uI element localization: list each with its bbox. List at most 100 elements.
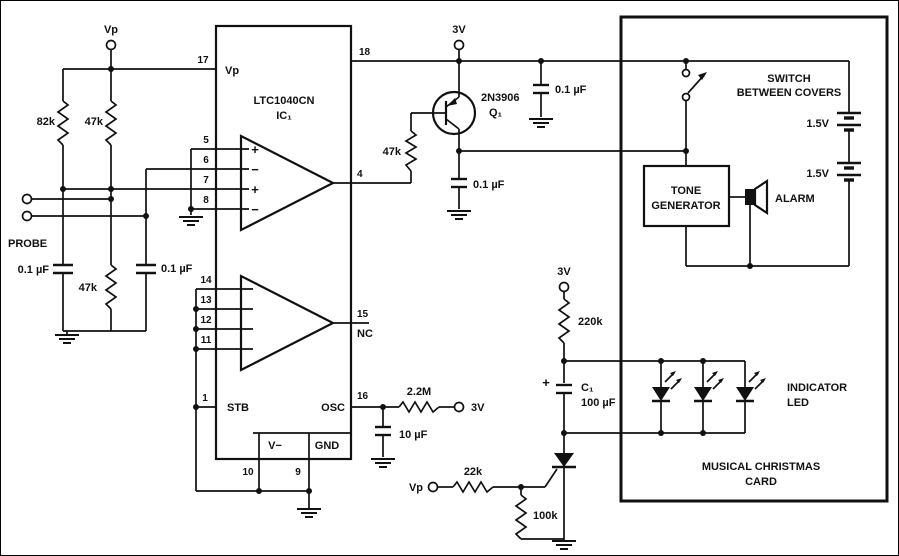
r220k-label: 220k: [578, 316, 603, 328]
pin-15-label: 15: [357, 309, 369, 320]
probe-terminal-1: [21, 193, 33, 205]
pin-11-label: 11: [201, 335, 212, 346]
gnd-label: GND: [315, 440, 340, 452]
r22m-label: 2.2M: [407, 386, 431, 398]
ground-symbols: [55, 118, 576, 550]
battery-1.5v-bottom: [837, 161, 861, 182]
pin-7-label: 7: [203, 175, 209, 186]
pin-14-label: 14: [200, 275, 212, 286]
pin-4-label: 4: [357, 169, 363, 180]
scr: [552, 453, 576, 469]
alarm-label: ALARM: [775, 193, 815, 205]
capacitor-C1-100uF: [556, 383, 572, 395]
v3-top-label: 3V: [452, 24, 466, 36]
switch-label-line2: BETWEEN COVERS: [737, 87, 842, 99]
resistor-2_2M: [398, 400, 440, 414]
c-mid-label: 0.1 µF: [161, 263, 193, 275]
c1-plus-label: +: [542, 375, 550, 390]
resistor-82k: [56, 100, 70, 146]
q1-name-label: 2N3906: [481, 92, 520, 104]
capacitor-0.1uF-rail: [533, 83, 549, 95]
pin-17-label: 17: [197, 55, 209, 66]
vp-terminal-gate: [427, 481, 439, 493]
pin-12-label: 12: [200, 315, 212, 326]
pin-6-label: 6: [203, 155, 209, 166]
v3-led-label: 3V: [557, 266, 571, 278]
resistor-47k-mid: [104, 264, 118, 310]
capacitor-0.1uF-collector: [451, 177, 467, 189]
ic-ltc1040cn: [214, 24, 353, 461]
vp-gate-label: Vp: [409, 482, 423, 494]
input-mark-2: −: [251, 162, 259, 177]
input-mark-3: +: [251, 182, 259, 197]
vp-ic-label: Vp: [225, 65, 239, 77]
ic-ref-label: IC₁: [276, 110, 292, 122]
pin-5-label: 5: [203, 135, 209, 146]
cover-switch: [681, 68, 707, 102]
tone-label-line1: TONE: [671, 185, 701, 197]
capacitor-0.1uF-left: [53, 263, 73, 275]
tone-generator-box: [642, 164, 731, 228]
transistor-q1: [431, 90, 477, 136]
junction-dots: [60, 58, 753, 494]
pin-9-label: 9: [295, 467, 301, 478]
v3-terminal-osc: [453, 401, 465, 413]
vp-terminal-top: [105, 39, 117, 51]
speaker-icon: [745, 178, 769, 216]
q1-ref-label: Q₁: [489, 107, 503, 119]
tone-label-line2: GENERATOR: [651, 200, 720, 212]
nc-label: NC: [357, 328, 373, 340]
probe-label: PROBE: [8, 238, 47, 250]
resistor-220k: [557, 298, 571, 344]
musical-card-box: [619, 15, 889, 503]
battery-1.5v-top: [837, 111, 861, 132]
r22k-label: 22k: [464, 466, 483, 478]
indicator-label-line2: LED: [787, 397, 809, 409]
card-label-line2: CARD: [745, 476, 777, 488]
c1-val-label: 100 µF: [581, 397, 616, 409]
r47k-mid-label: 47k: [79, 282, 98, 294]
vp-top-label: Vp: [104, 24, 118, 36]
battery1-label: 1.5V: [806, 118, 829, 130]
vminus-label: V−: [268, 440, 282, 452]
r47k-top-label: 47k: [85, 116, 104, 128]
c-collector-label: 0.1 µF: [473, 179, 505, 191]
c10uf-label: 10 µF: [399, 429, 428, 441]
pin-16-label: 16: [357, 391, 369, 402]
pin-13-label: 13: [200, 295, 212, 306]
stb-label: STB: [227, 402, 249, 414]
capacitor-10uF: [375, 425, 391, 437]
r100k-label: 100k: [533, 510, 558, 522]
osc-label: OSC: [321, 402, 345, 414]
ic-name-label: LTC1040CN: [254, 95, 315, 107]
input-mark-1: +: [251, 142, 259, 157]
switch-label-line1: SWITCH: [767, 73, 810, 85]
pin-8-label: 8: [203, 195, 209, 206]
pin-1-label: 1: [202, 393, 208, 404]
capacitor-0.1uF-mid: [136, 263, 156, 275]
v3-terminal-top: [453, 39, 465, 51]
resistor-100k: [514, 494, 528, 540]
labels: Vp 17 Vp 18 82k 47k LTC1040CN IC₁ 5 6 7 …: [8, 24, 847, 522]
resistor-47k-top: [104, 100, 118, 146]
c1-ref-label: C₁: [581, 382, 594, 394]
resistor-22k: [452, 480, 494, 494]
v3-osc-label: 3V: [471, 402, 485, 414]
card-label-line1: MUSICAL CHRISTMAS: [702, 461, 820, 473]
resistor-47k-base: [404, 130, 418, 172]
pin-10-label: 10: [242, 467, 254, 478]
indicator-label-line1: INDICATOR: [787, 382, 847, 394]
v3-terminal-led: [558, 281, 570, 293]
battery2-label: 1.5V: [806, 168, 829, 180]
terminals: [21, 39, 570, 493]
c-left-label: 0.1 µF: [18, 264, 50, 276]
input-mark-4: −: [251, 202, 259, 217]
r47k-base-label: 47k: [383, 146, 402, 158]
pin-18-label: 18: [359, 47, 371, 58]
r82k-label: 82k: [37, 116, 56, 128]
wires: [31, 49, 850, 541]
probe-terminal-2: [21, 210, 33, 222]
c-rail-label: 0.1 µF: [555, 84, 587, 96]
